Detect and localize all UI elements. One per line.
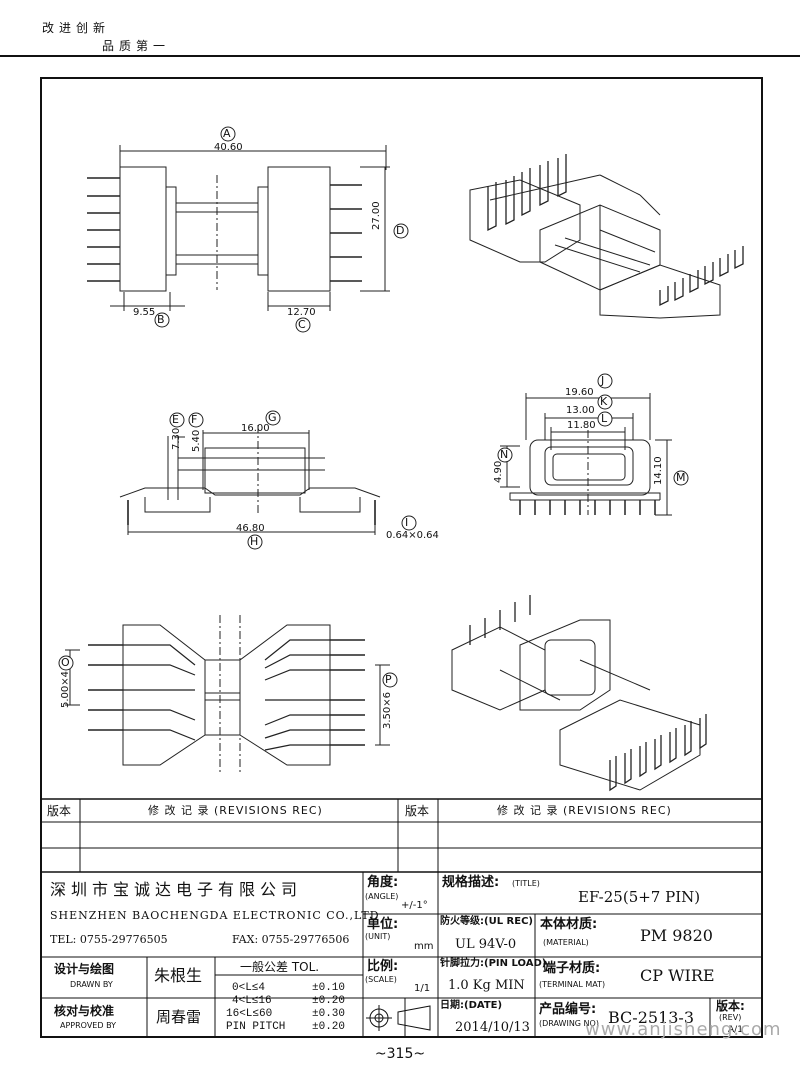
balloon-h: H <box>250 535 259 548</box>
balloon-i: I <box>405 516 409 529</box>
rev-rec-right: 修 改 记 录 (REVISIONS REC) <box>497 804 672 817</box>
company-name-en: SHENZHEN BAOCHENGDA ELECTRONIC CO.,LTD <box>50 909 380 922</box>
rev-no-label: 版本: <box>716 999 745 1013</box>
rev-label-left: 版本 <box>47 804 72 818</box>
terminal-label-en: (TERMINAL MAT) <box>539 980 606 989</box>
dim-h-value: 46.80 <box>236 523 265 534</box>
company-name-cn: 深圳市宝诚达电子有限公司 <box>50 880 303 899</box>
pinload-value: 1.0 Kg MIN <box>448 978 525 993</box>
page-number: ~315~ <box>374 1046 426 1062</box>
drawing-no-label: 产品编号: <box>539 1002 597 1017</box>
tol-value-3: ±0.30 <box>312 1008 346 1020</box>
angle-value: +/-1° <box>401 900 428 911</box>
bottom-view <box>65 615 390 775</box>
rev-no-label-en: (REV) <box>719 1013 742 1022</box>
tol-value-4: ±0.20 <box>312 1021 346 1033</box>
balloon-o: O <box>61 656 70 669</box>
balloon-k: K <box>600 395 608 408</box>
motto-line-1: 改进创新 <box>42 21 111 35</box>
dim-g-value: 16.00 <box>241 423 270 434</box>
material-label: 本体材质: <box>540 917 598 932</box>
balloon-f: F <box>191 413 198 426</box>
unit-label: 单位: <box>367 917 399 932</box>
tol-value-1: ±0.10 <box>312 982 346 994</box>
tolerance-title: 一般公差 TOL. <box>240 960 320 974</box>
motto-line-2: 品质第一 <box>102 39 171 53</box>
material-value: PM 9820 <box>640 926 713 945</box>
balloon-l: L <box>601 412 608 425</box>
rev-no-value: A/1 <box>728 1025 743 1035</box>
terminal-value: CP WIRE <box>640 966 715 985</box>
balloon-j: J <box>601 374 605 387</box>
isometric-view-2 <box>451 595 707 792</box>
balloon-a: A <box>223 127 231 140</box>
tol-range-1: 0<L≤4 <box>232 982 266 994</box>
balloon-d: D <box>396 224 405 237</box>
tol-range-3: 16<L≤60 <box>226 1008 273 1020</box>
top-view <box>87 145 390 311</box>
approve-label: 核对与校准 <box>54 1004 115 1018</box>
ulrec-value: UL 94V-0 <box>455 937 517 952</box>
dim-j-value: 19.60 <box>565 387 594 398</box>
balloon-g: G <box>268 411 277 424</box>
dim-i-value: 0.64×0.64 <box>386 530 439 541</box>
projection-symbol <box>366 1005 431 1031</box>
drawing-no-label-en: (DRAWING NO) <box>539 1019 599 1028</box>
dim-a-value: 40.60 <box>214 142 243 153</box>
pinload-label: 针脚拉力:(PIN LOAD) <box>440 958 547 969</box>
rev-rec-left: 修 改 记 录 (REVISIONS REC) <box>148 804 323 817</box>
balloon-c: C <box>298 318 306 331</box>
design-name: 朱根生 <box>154 966 203 985</box>
title-label-en: (TITLE) <box>512 879 540 888</box>
tol-value-2: ±0.20 <box>312 995 346 1007</box>
scale-label-en: (SCALE) <box>365 975 397 984</box>
title-label: 规格描述: <box>442 875 500 890</box>
tol-range-2: 4<L≤16 <box>232 995 272 1007</box>
tol-range-4: PIN PITCH <box>226 1021 286 1033</box>
angle-label: 角度: <box>367 875 399 890</box>
balloon-n: N <box>500 448 509 461</box>
scale-label: 比例: <box>367 959 399 974</box>
ulrec-label: 防火等级:(UL REC) <box>440 916 533 927</box>
title-value: EF-25(5+7 PIN) <box>578 888 701 906</box>
unit-label-en: (UNIT) <box>365 932 391 941</box>
rev-label-right: 版本 <box>405 804 430 818</box>
header-rule <box>0 55 800 57</box>
dim-b-value: 9.55 <box>133 307 156 318</box>
dim-c-value: 12.70 <box>287 307 316 318</box>
design-label-en: DRAWN BY <box>70 980 113 989</box>
scale-value: 1/1 <box>414 983 431 994</box>
material-label-en: (MATERIAL) <box>543 938 589 947</box>
unit-value: mm <box>414 941 434 952</box>
balloon-m: M <box>676 471 686 484</box>
date-label: 日期:(DATE) <box>440 1000 503 1011</box>
approve-name: 周春雷 <box>156 1008 202 1026</box>
design-label: 设计与绘图 <box>54 962 115 976</box>
side-view <box>119 425 381 535</box>
dim-k-value: 13.00 <box>566 405 595 416</box>
terminal-label: 端子材质: <box>543 961 601 976</box>
balloon-p: P <box>385 673 392 686</box>
technical-drawing <box>58 126 744 792</box>
drawing-sheet <box>40 77 763 1038</box>
dim-l-value: 11.80 <box>567 420 596 431</box>
isometric-view-1 <box>469 154 744 319</box>
balloon-b: B <box>157 313 165 326</box>
approve-label-en: APPROVED BY <box>60 1021 117 1030</box>
date-value: 2014/10/13 <box>455 1020 530 1035</box>
balloon-e: E <box>172 413 179 426</box>
angle-label-en: (ANGLE) <box>365 892 399 901</box>
company-tel: TEL: 0755-29776505 <box>50 933 168 946</box>
drawing-no-value: BC-2513-3 <box>608 1008 695 1027</box>
watermark: www.anjisheng.com <box>585 1019 782 1040</box>
dim-balloons <box>58 126 689 688</box>
company-fax: FAX: 0755-29776506 <box>232 933 350 946</box>
end-view <box>500 393 672 516</box>
